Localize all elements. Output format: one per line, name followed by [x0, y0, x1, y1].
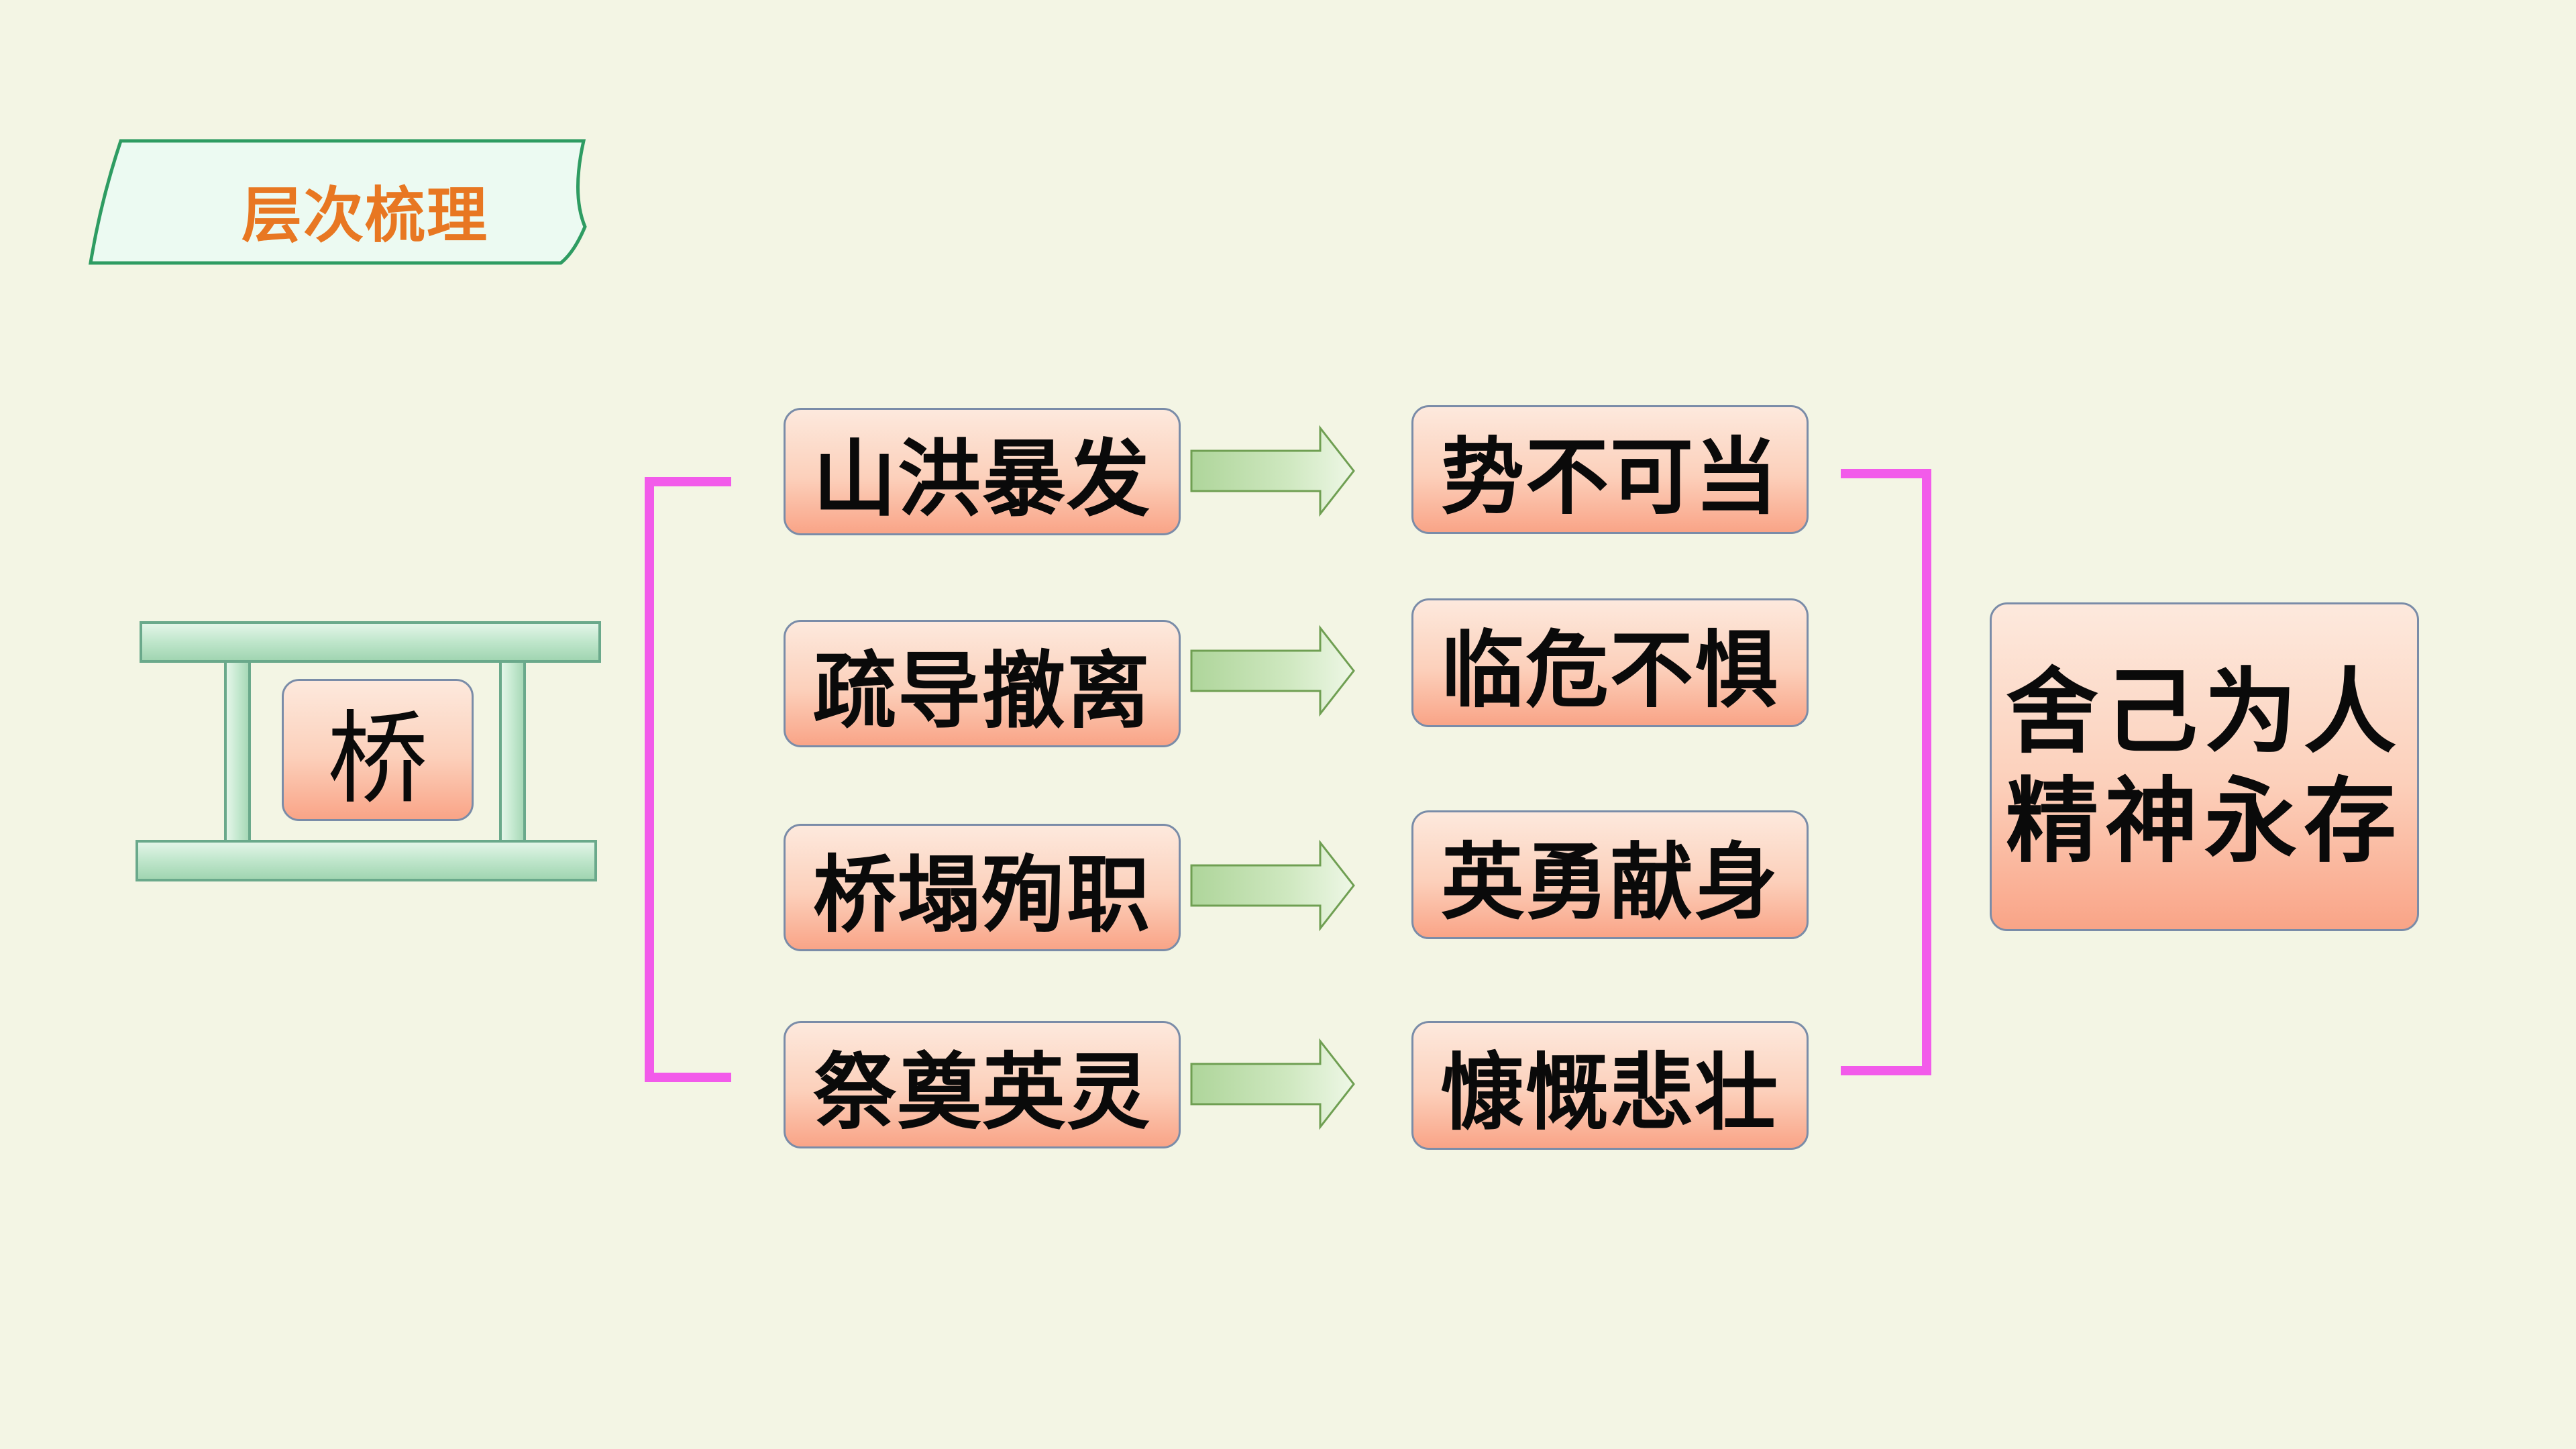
summary-line-2: 精神永存 — [2005, 766, 2403, 875]
topic-box: 桥 — [282, 679, 474, 821]
arrow-4 — [1190, 1038, 1355, 1130]
event-box-2: 疏导撤离 — [784, 620, 1181, 747]
right-bracket — [1841, 469, 1931, 1075]
event-box-1: 山洪暴发 — [784, 408, 1181, 535]
summary-box: 舍己为人 精神永存 — [1990, 602, 2419, 931]
quality-box-1: 势不可当 — [1411, 405, 1809, 534]
left-bracket — [645, 477, 731, 1082]
section-title-tab — [89, 139, 587, 265]
arrow-1 — [1190, 425, 1355, 517]
summary-line-1: 舍己为人 — [2005, 657, 2403, 767]
event-box-3: 桥塌殉职 — [784, 824, 1181, 951]
quality-box-2: 临危不惧 — [1411, 598, 1809, 727]
section-title: 层次梳理 — [241, 180, 488, 251]
arrow-3 — [1190, 839, 1355, 932]
bridge-icon — [136, 621, 601, 881]
quality-box-4: 慷慨悲壮 — [1411, 1021, 1809, 1150]
event-box-4: 祭奠英灵 — [784, 1021, 1181, 1148]
quality-box-3: 英勇献身 — [1411, 810, 1809, 939]
arrow-2 — [1190, 625, 1355, 717]
